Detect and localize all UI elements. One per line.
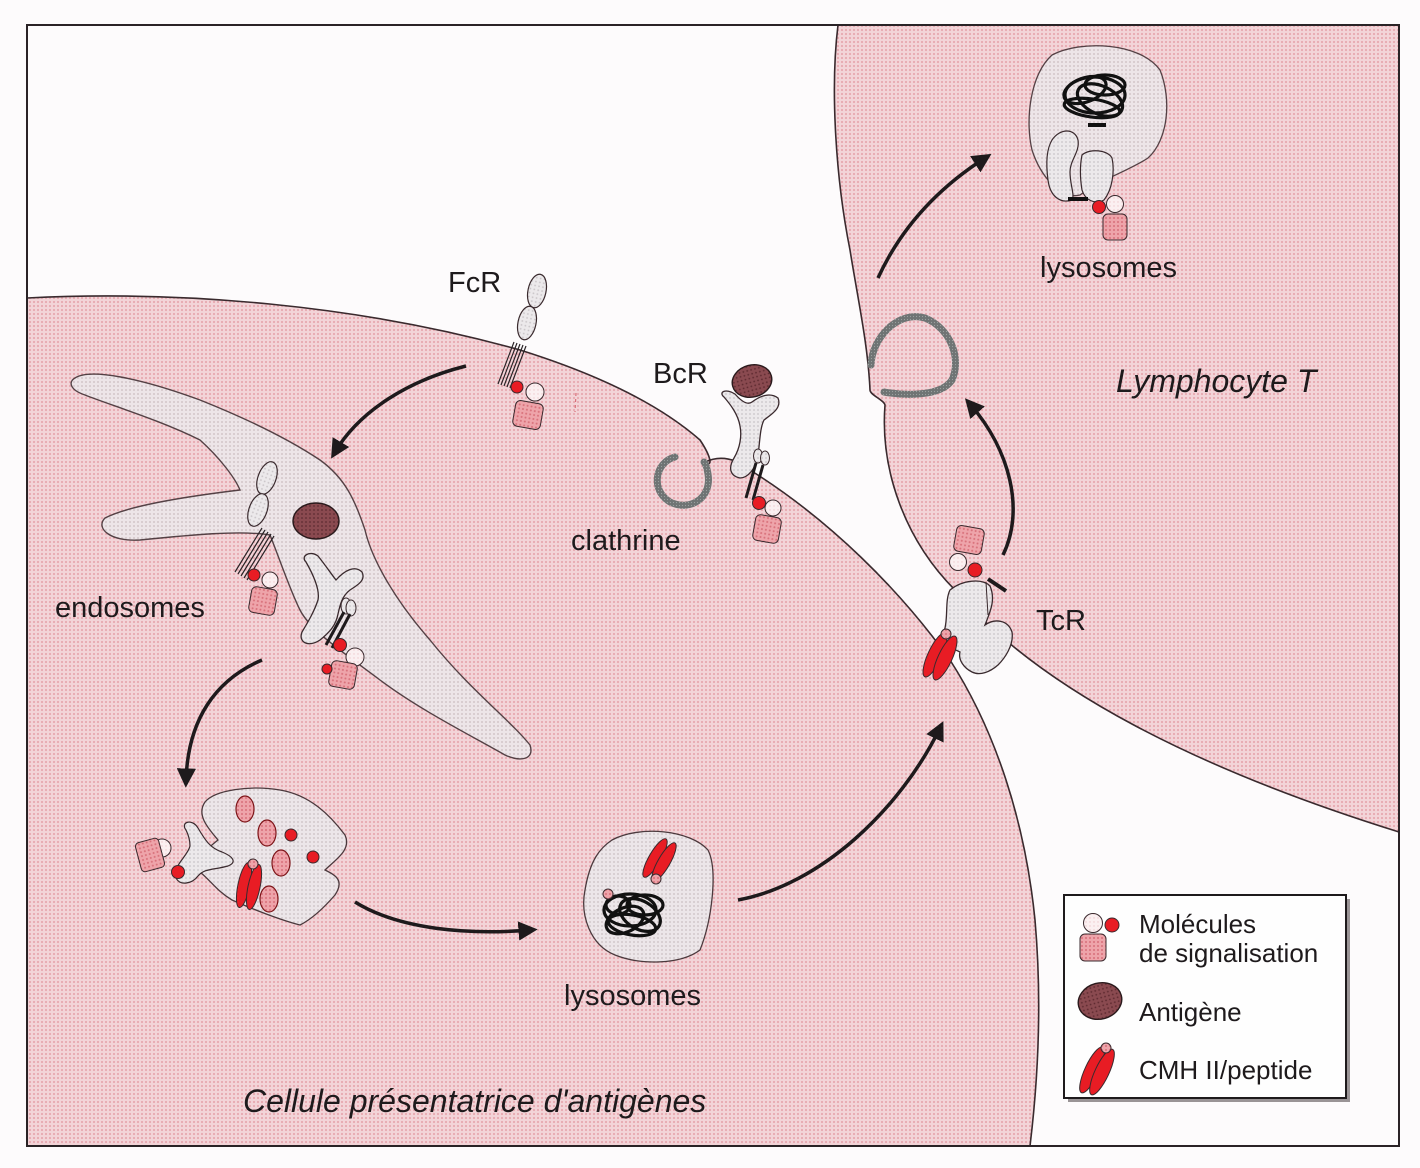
mhc-peptide-icon — [1079, 1042, 1115, 1096]
bcr-antigen — [731, 364, 773, 398]
tcell-coated-pit — [867, 313, 959, 398]
frame-border — [26, 24, 1400, 1147]
arrow-lysosome-to-synapse — [737, 721, 944, 902]
label-endosomes: endosomes — [55, 592, 205, 624]
legend-label-antigen: Antigène — [1139, 997, 1242, 1027]
flow-arrows — [176, 153, 1015, 941]
signaling-molecules-icon — [1079, 913, 1120, 962]
clathrin-coated-pit — [653, 453, 712, 509]
endosome-bcr — [300, 552, 365, 690]
t-lymphocyte-cell — [833, 25, 1399, 833]
endosome-antigen — [292, 502, 340, 540]
legend-label-signaling-2: de signalisation — [1139, 938, 1318, 968]
membrane-fcr — [497, 273, 548, 430]
arrow-pit-to-tcell-lysosome — [876, 153, 992, 279]
label-apc: Cellule présentatrice d'antigènes — [243, 1083, 706, 1119]
apc-lysosome — [583, 830, 714, 963]
label-lysosomes-tcell: lysosomes — [1040, 252, 1177, 284]
legend-label-mhc: CMH II/peptide — [1139, 1055, 1312, 1085]
label-bcr: BcR — [653, 358, 708, 390]
endosome-membrane — [70, 373, 532, 760]
endosome — [70, 373, 532, 760]
label-fcr: FcR — [448, 267, 501, 299]
tcell-degraded-tangle — [1062, 73, 1127, 120]
antigen-icon — [1077, 982, 1123, 1020]
tcr-complex — [922, 525, 1013, 681]
membrane-bcr — [721, 364, 782, 544]
legend: Molécules de signalisation Antigène CMH … — [1063, 894, 1350, 1102]
arrow-synapse-to-tcell-pit — [964, 398, 1015, 556]
tcell-lysosome — [1028, 45, 1168, 241]
arrow-endosome-to-compartment — [176, 658, 263, 788]
antigen-processing-compartment — [134, 787, 348, 926]
endosome-fcr — [234, 461, 279, 616]
arrow-membrane-to-endosome — [331, 364, 467, 459]
label-clathrine: clathrine — [571, 525, 681, 557]
label-t-lymphocyte: Lymphocyte T — [1116, 363, 1319, 399]
legend-label-signaling-1: Molécules — [1139, 909, 1256, 939]
degraded-antigen-tangle — [602, 892, 665, 938]
label-lysosomes-apc: lysosomes — [564, 980, 701, 1012]
arrow-compartment-to-lysosome — [354, 900, 538, 941]
label-tcr: TcR — [1036, 605, 1086, 637]
